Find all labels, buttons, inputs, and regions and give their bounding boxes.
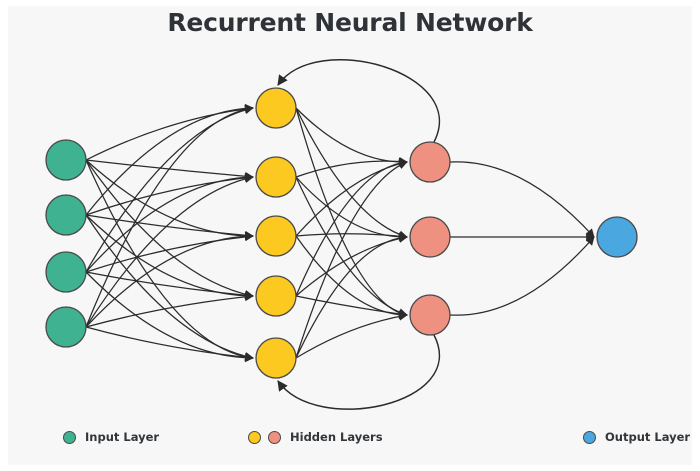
node-input-layer-3 bbox=[45, 306, 87, 348]
legend-swatches-input bbox=[63, 430, 76, 444]
edge-input-layer-1-to-hidden-layer-1-2 bbox=[85, 214, 254, 240]
legend-item-hidden-layers: Hidden Layers bbox=[248, 425, 383, 449]
hidden-layer-yellow-swatch-icon bbox=[248, 430, 261, 444]
edge-input-layer-3-to-hidden-layer-1-4 bbox=[85, 326, 254, 362]
legend-swatches-hidden bbox=[248, 430, 281, 444]
edge-input-layer-0-to-hidden-layer-1-4 bbox=[85, 159, 254, 362]
legend-item-output-layer: Output Layer bbox=[583, 425, 690, 449]
legend-label-input-layer: Input Layer bbox=[85, 430, 160, 444]
edge-hidden-layer-1-0-to-hidden-layer-2-0 bbox=[295, 107, 408, 167]
node-hidden-layer-2-0 bbox=[409, 141, 451, 183]
edge-hidden-layer-2-0-to-output-layer-0 bbox=[449, 161, 595, 238]
node-hidden-layer-1-3 bbox=[255, 275, 297, 317]
node-hidden-layer-1-0 bbox=[255, 87, 297, 129]
edge-hidden-layer-1-0-to-hidden-layer-2-1 bbox=[295, 107, 408, 239]
node-input-layer-0 bbox=[45, 139, 87, 181]
edge-hidden-layer-2-2-to-output-layer-0 bbox=[449, 236, 595, 316]
node-hidden-layer-1-2 bbox=[255, 215, 297, 257]
edge-input-layer-2-to-hidden-layer-1-4 bbox=[85, 271, 254, 363]
output-layer-swatch-icon bbox=[583, 430, 596, 444]
edge-hidden-layer-1-3-to-hidden-layer-2-2 bbox=[295, 295, 408, 319]
edge-hidden-layer-1-2-to-hidden-layer-2-0 bbox=[295, 159, 408, 237]
recurrent-edges-group bbox=[277, 59, 441, 410]
edge-hidden-layer-1-4-to-hidden-layer-2-2 bbox=[295, 312, 408, 359]
edge-input-layer-3-to-hidden-layer-1-1 bbox=[85, 174, 254, 328]
hidden-layer-red-swatch-icon bbox=[268, 430, 281, 444]
node-input-layer-1 bbox=[45, 194, 87, 236]
node-hidden-layer-2-2 bbox=[409, 294, 451, 336]
edge-hidden-layer-1-4-to-hidden-layer-2-0 bbox=[295, 160, 408, 359]
legend-swatches-output bbox=[583, 430, 596, 444]
edge-input-layer-2-to-hidden-layer-1-2 bbox=[85, 232, 254, 273]
recurrent-loop-top bbox=[277, 59, 441, 143]
edge-hidden-layer-1-2-to-hidden-layer-2-1 bbox=[295, 231, 408, 241]
edge-input-layer-1-to-hidden-layer-1-4 bbox=[85, 214, 254, 361]
edge-hidden-layer-1-1-to-hidden-layer-2-0 bbox=[295, 156, 408, 178]
edge-input-layer-1-to-hidden-layer-1-1 bbox=[85, 173, 254, 216]
edges-group bbox=[85, 103, 595, 363]
node-hidden-layer-2-1 bbox=[409, 216, 451, 258]
edge-hidden-layer-1-1-to-hidden-layer-2-2 bbox=[295, 176, 408, 317]
input-layer-swatch-icon bbox=[63, 430, 76, 444]
edge-input-layer-2-to-hidden-layer-1-3 bbox=[85, 271, 254, 300]
edge-input-layer-3-to-hidden-layer-1-0 bbox=[85, 104, 254, 328]
edge-input-layer-2-to-hidden-layer-1-0 bbox=[85, 105, 254, 273]
node-input-layer-2 bbox=[45, 251, 87, 293]
edge-input-layer-0-to-hidden-layer-1-0 bbox=[85, 104, 254, 161]
edge-input-layer-2-to-hidden-layer-1-1 bbox=[85, 172, 254, 273]
recurrent-loop-bottom bbox=[277, 334, 441, 410]
edge-input-layer-1-to-hidden-layer-1-3 bbox=[85, 214, 254, 301]
legend-label-hidden-layers: Hidden Layers bbox=[290, 430, 383, 444]
edge-hidden-layer-1-4-to-hidden-layer-2-1 bbox=[295, 233, 408, 359]
legend-item-input-layer: Input Layer bbox=[63, 425, 159, 449]
edge-hidden-layer-1-3-to-hidden-layer-2-0 bbox=[295, 158, 408, 297]
node-hidden-layer-1-1 bbox=[255, 156, 297, 198]
node-hidden-layer-1-4 bbox=[255, 337, 297, 379]
nodes-group bbox=[45, 87, 638, 379]
edge-input-layer-0-to-hidden-layer-1-3 bbox=[85, 159, 254, 299]
edge-hidden-layer-1-2-to-hidden-layer-2-2 bbox=[295, 235, 408, 320]
node-output-layer-0 bbox=[596, 216, 638, 258]
edge-input-layer-0-to-hidden-layer-1-2 bbox=[85, 159, 254, 241]
edge-input-layer-3-to-hidden-layer-1-2 bbox=[85, 231, 254, 328]
figure-title: Recurrent Neural Network bbox=[167, 8, 533, 37]
edge-input-layer-1-to-hidden-layer-1-0 bbox=[85, 103, 254, 216]
legend-label-output-layer: Output Layer bbox=[605, 430, 691, 444]
legend: Input Layer Hidden Layers Output Layer bbox=[0, 425, 700, 449]
edge-input-layer-3-to-hidden-layer-1-3 bbox=[85, 292, 254, 328]
edge-hidden-layer-1-3-to-hidden-layer-2-1 bbox=[295, 234, 408, 297]
